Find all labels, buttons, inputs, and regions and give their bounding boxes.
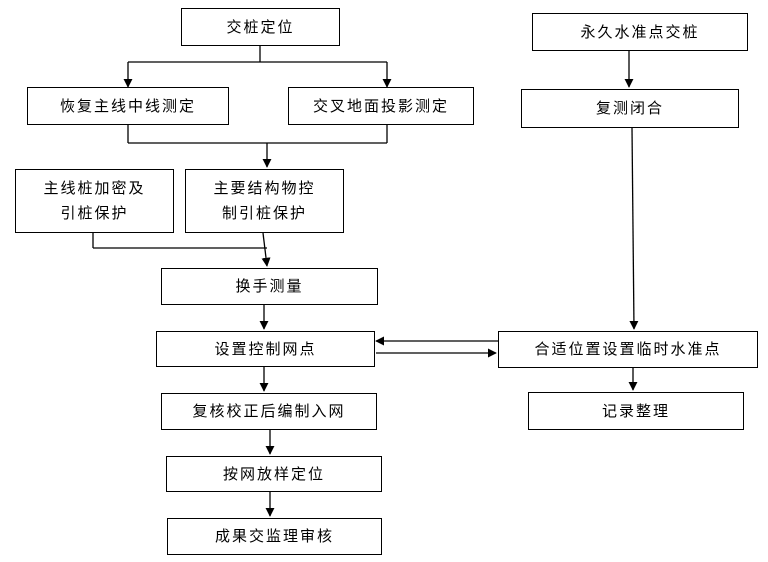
node-chengguo: 成果交监理审核 <box>167 518 382 555</box>
node-yongjiu-label: 永久水准点交桩 <box>580 22 700 41</box>
node-jiaocha: 交叉地面投影测定 <box>288 87 474 125</box>
node-jiaocha-label: 交叉地面投影测定 <box>312 96 449 115</box>
node-shezhi: 设置控制网点 <box>156 331 375 367</box>
node-heshi: 合适位置设置临时水准点 <box>498 331 758 368</box>
node-fuhe: 复核校正后编制入网 <box>161 393 377 430</box>
node-huanshou: 换手测量 <box>161 268 378 305</box>
node-jiaozhuang: 交桩定位 <box>181 8 340 46</box>
node-yongjiu: 永久水准点交桩 <box>532 13 748 51</box>
node-jilu-label: 记录整理 <box>601 401 670 420</box>
node-shezhi-label: 设置控制网点 <box>214 339 317 358</box>
node-huifu-label: 恢复主线中线测定 <box>59 96 196 115</box>
node-chengguo-label: 成果交监理审核 <box>214 527 334 545</box>
node-fuce-label: 复测闭合 <box>595 99 664 117</box>
node-zhuxian: 主线桩加密及 引桩保护 <box>15 169 174 233</box>
node-anwang: 按网放样定位 <box>166 456 382 492</box>
node-huifu: 恢复主线中线测定 <box>27 87 229 125</box>
node-fuhe-label: 复核校正后编制入网 <box>192 402 346 420</box>
node-huanshou-label: 换手测量 <box>235 277 304 295</box>
node-anwang-label: 按网放样定位 <box>222 464 325 483</box>
node-zhuyao-label: 主要结构物控 制引桩保护 <box>213 179 316 222</box>
node-fuce: 复测闭合 <box>521 89 739 128</box>
node-jilu: 记录整理 <box>528 392 744 430</box>
node-heshi-label: 合适位置设置临时水准点 <box>534 340 722 358</box>
node-zhuxian-label: 主线桩加密及 引桩保护 <box>43 179 146 222</box>
node-zhuyao: 主要结构物控 制引桩保护 <box>185 169 344 233</box>
node-jiaozhuang-label: 交桩定位 <box>226 17 295 36</box>
